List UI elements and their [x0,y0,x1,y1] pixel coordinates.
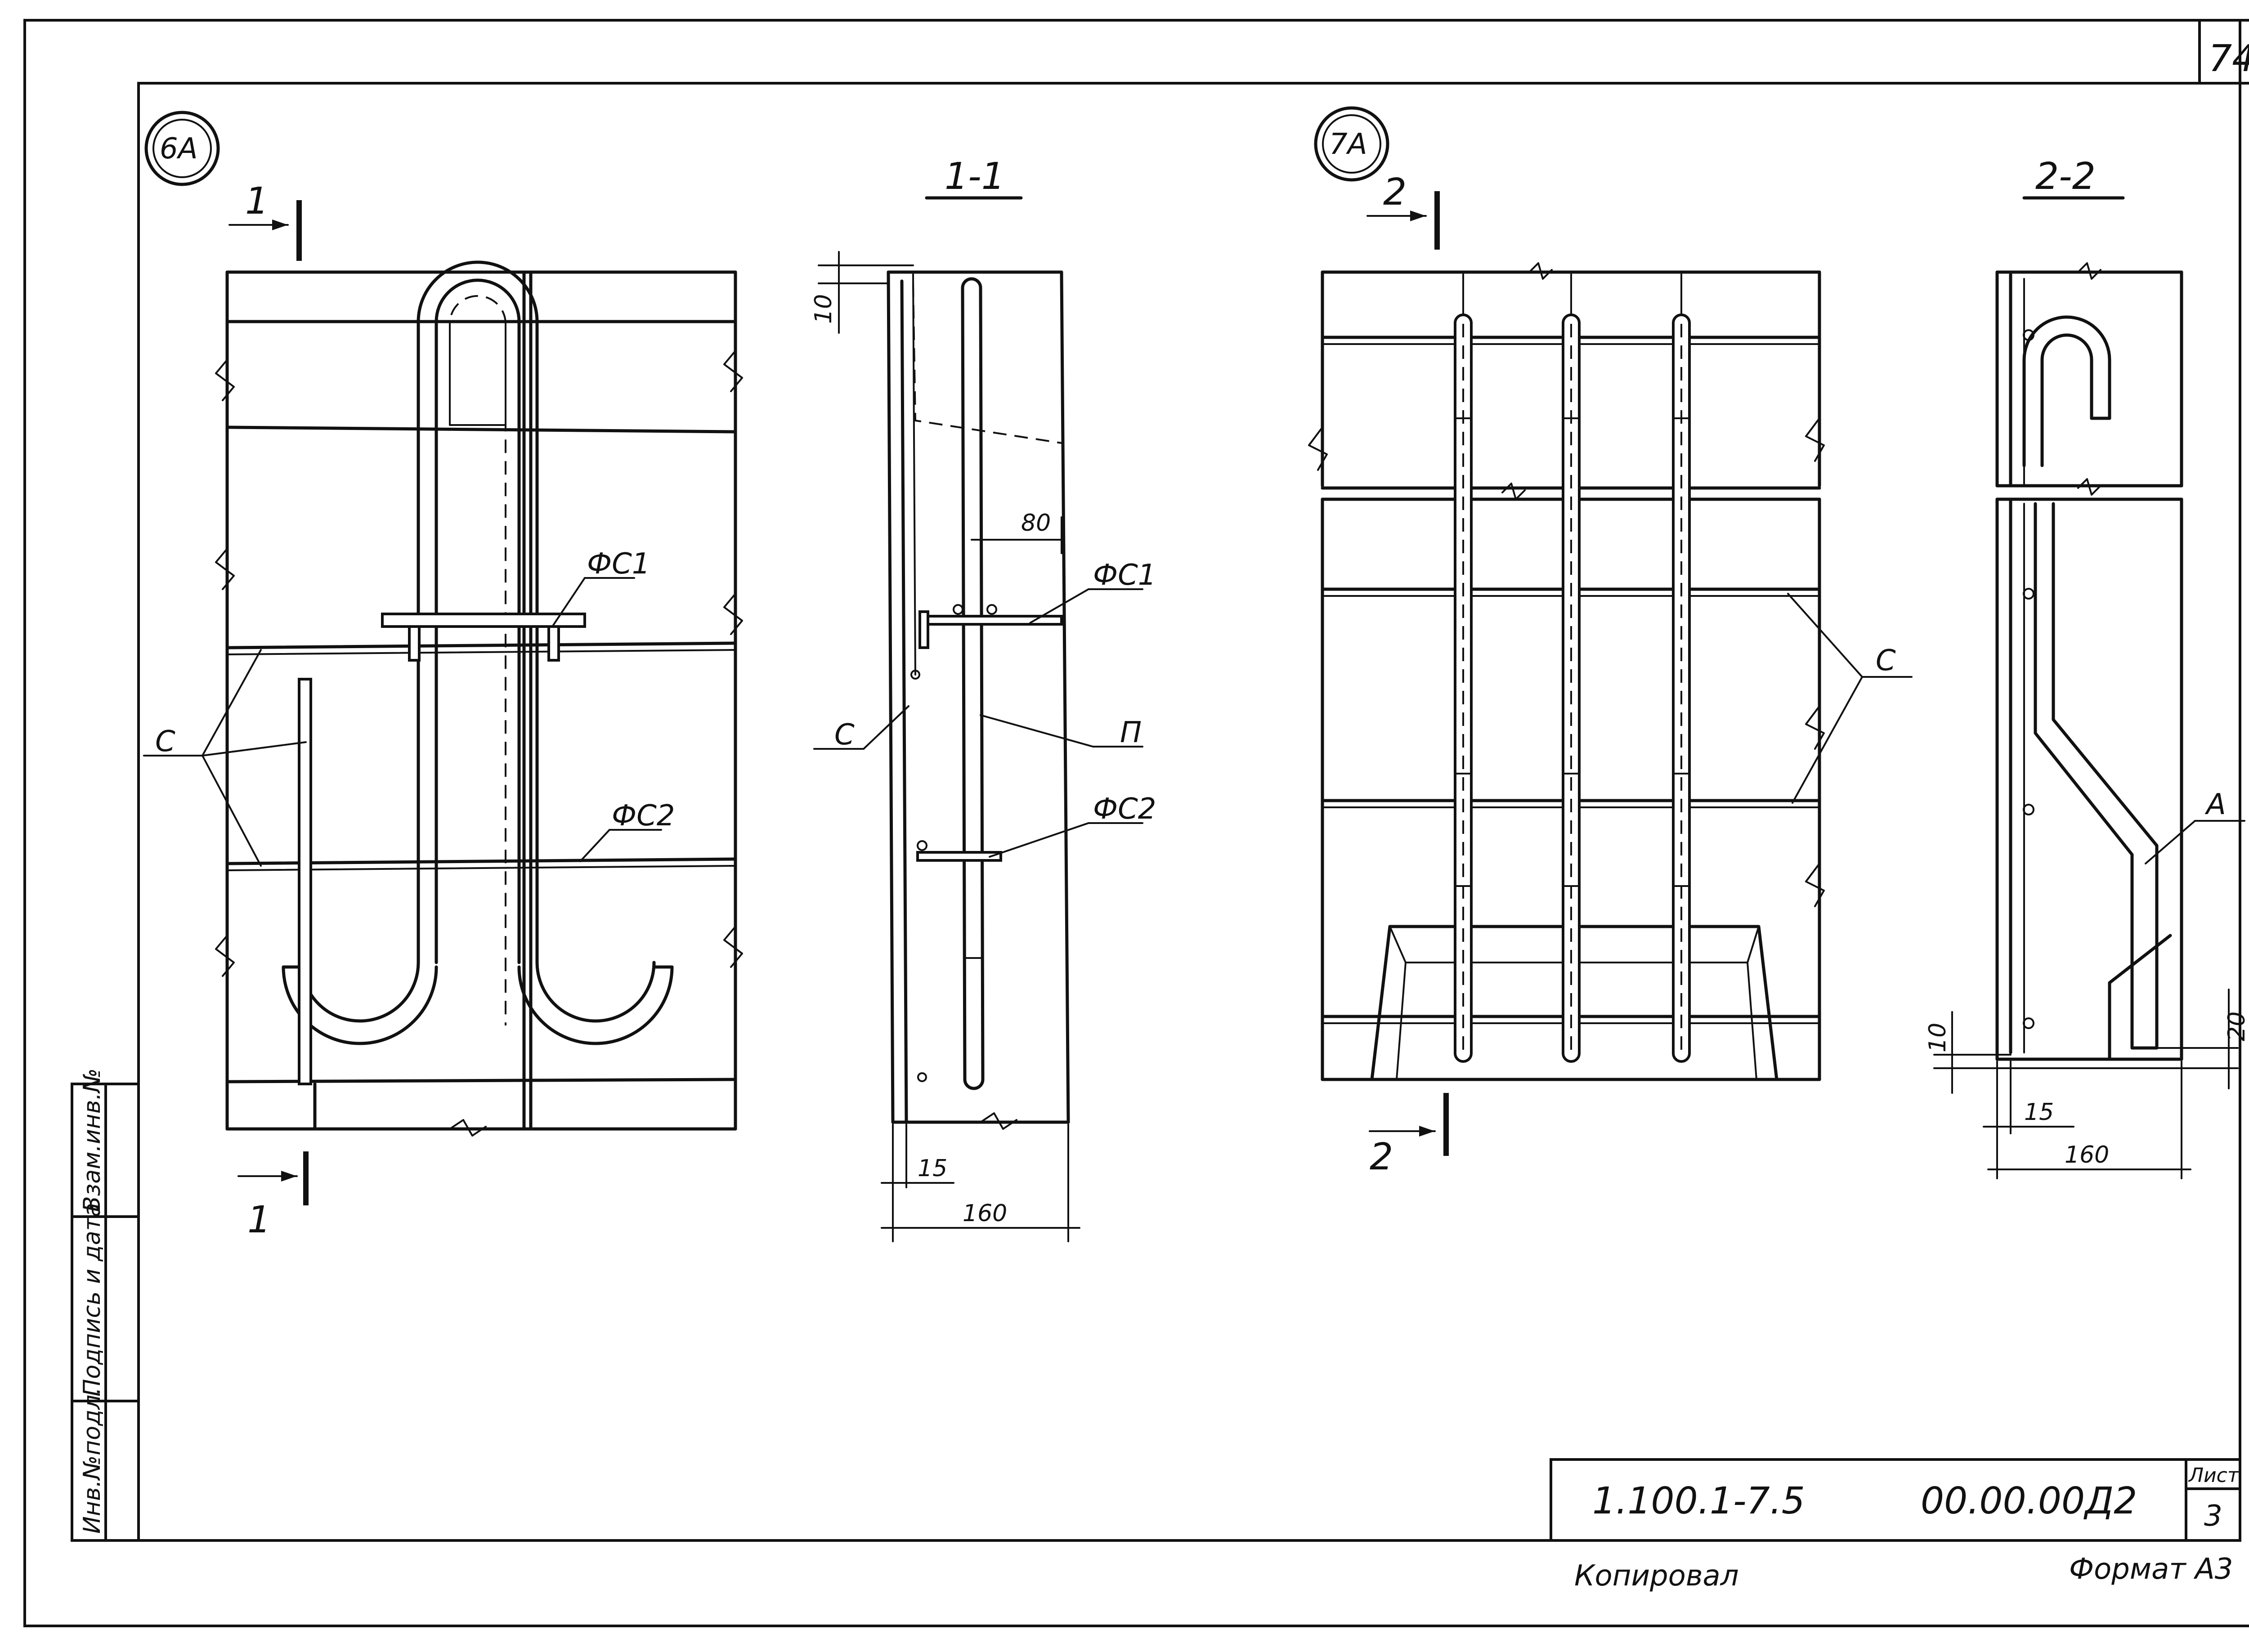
footer-format: Формат А3 [2069,1553,2233,1586]
dim-160-1-1: 160 [963,1200,1007,1227]
label-c-7a: С [1876,644,1896,677]
view-tag-circle-6a [144,111,220,186]
label-c-1-1: С [834,718,855,752]
section-mark-2-bottom: 2 [1370,1136,1393,1178]
view-tag-7a: 7А [1329,128,1367,161]
stamp-cell-inv-podl: Инв.№подл. [79,1387,106,1534]
sheet-number: 3 [2204,1500,2222,1533]
sheet-label: Лист [2188,1464,2240,1487]
series-number: 1.100.1-7.5 [1592,1480,1805,1522]
view-6a: 6А 1 [143,111,743,1241]
side-stamp: Инв.№подл. Подпись и дата Взам.инв.№ [71,1068,140,1542]
label-fs1-1-1: ФС1 [1093,559,1156,592]
label-c-6a: С [155,725,175,758]
page-number: 74 [2209,37,2249,80]
dim-20-2-2: 20 [2223,1012,2249,1041]
section-mark-1-bottom: 1 [247,1199,271,1241]
view-7a: 7А 2 [1308,106,1913,1178]
stamp-cell-signature: Подпись и дата [79,1203,106,1397]
label-fs2-1-1: ФС2 [1093,792,1156,826]
view-tag-6a: 6А [160,132,198,166]
title-block: 1.100.1-7.5 00.00.00Д2 Лист 3 [1550,1458,2241,1542]
dim-80-1-1: 80 [1021,510,1051,537]
label-fs2-6a: ФС2 [612,799,675,833]
section-1-1: 1-1 10 80 1 [810,155,1156,1242]
label-a-2-2: А [2204,788,2226,821]
footer-copied: Копировал [1574,1559,1739,1593]
dim-15-2-2: 15 [2024,1099,2054,1126]
dim-10-1-1: 10 [810,294,837,324]
label-fs1-6a: ФС1 [587,547,650,581]
dim-160-2-2: 160 [2065,1142,2109,1168]
section-title-2-2: 2-2 [2035,155,2096,198]
stamp-cell-vzam-inv: Взам.инв.№ [79,1068,106,1212]
label-p-1-1: П [1120,716,1142,749]
section-mark-1-top: 1 [245,180,269,223]
sheet-frame: 74 [23,19,2249,1627]
section-title-1-1: 1-1 [945,155,1005,198]
dim-15-1-1: 15 [918,1155,947,1182]
dim-10-2-2: 10 [1924,1023,1951,1052]
section-2-2: 2-2 А 10 [1924,155,2249,1179]
view-tag-circle-7a [1314,106,1389,182]
document-code: 00.00.00Д2 [1921,1480,2137,1522]
section-mark-2-top: 2 [1383,171,1407,214]
